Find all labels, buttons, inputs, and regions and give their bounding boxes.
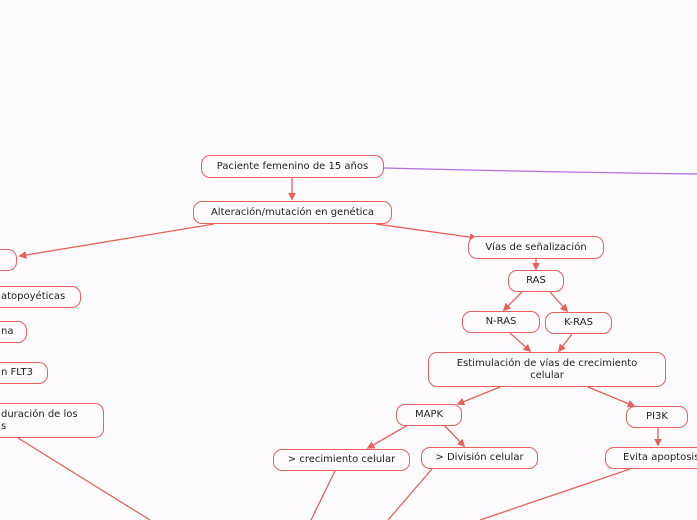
- node-vias[interactable]: Vías de señalización: [468, 236, 604, 259]
- node-pi3k[interactable]: PI3K: [626, 406, 688, 428]
- node-left-hematopoyeticas[interactable]: atopoyéticas: [0, 286, 81, 308]
- link-estimulacion-pi3k: [587, 386, 636, 408]
- node-ras[interactable]: RAS: [508, 270, 564, 292]
- link-mapk-division: [443, 424, 466, 448]
- node-estimulacion[interactable]: Estimulación de vías de crecimiento celu…: [428, 352, 666, 387]
- link-nras-estimulacion: [509, 332, 532, 353]
- node-left-top[interactable]: [0, 249, 17, 271]
- node-crecimiento[interactable]: > crecimiento celular: [273, 449, 410, 471]
- link-ras-nras: [502, 291, 523, 312]
- node-nras[interactable]: N-RAS: [462, 311, 540, 333]
- node-kras[interactable]: K-RAS: [545, 312, 612, 334]
- node-mapk[interactable]: MAPK: [396, 404, 462, 426]
- link-division-down: [387, 468, 433, 520]
- node-apoptosis[interactable]: Evita apoptosis: [605, 447, 697, 469]
- link-alteracion-left: [18, 223, 215, 259]
- link-kras-estimulacion: [558, 333, 573, 353]
- node-left-na[interactable]: na: [0, 321, 27, 343]
- node-root[interactable]: Paciente femenino de 15 años: [201, 155, 384, 178]
- node-alteracion[interactable]: Alteración/mutación en genética: [193, 201, 392, 224]
- link-apoptosis-down: [479, 468, 631, 520]
- link-root-offscreen: [383, 167, 697, 175]
- link-crecimiento-down: [310, 470, 336, 520]
- link-maduracion-down: [17, 437, 151, 520]
- link-mapk-crecimiento: [366, 424, 409, 449]
- link-estimulacion-mapk: [456, 386, 501, 406]
- link-alteracion-vias: [375, 223, 478, 241]
- node-left-flt3[interactable]: n FLT3: [0, 362, 48, 384]
- node-left-maduracion[interactable]: duración de los s: [0, 403, 104, 438]
- link-ras-kras: [549, 291, 569, 313]
- node-division[interactable]: > División celular: [421, 447, 538, 469]
